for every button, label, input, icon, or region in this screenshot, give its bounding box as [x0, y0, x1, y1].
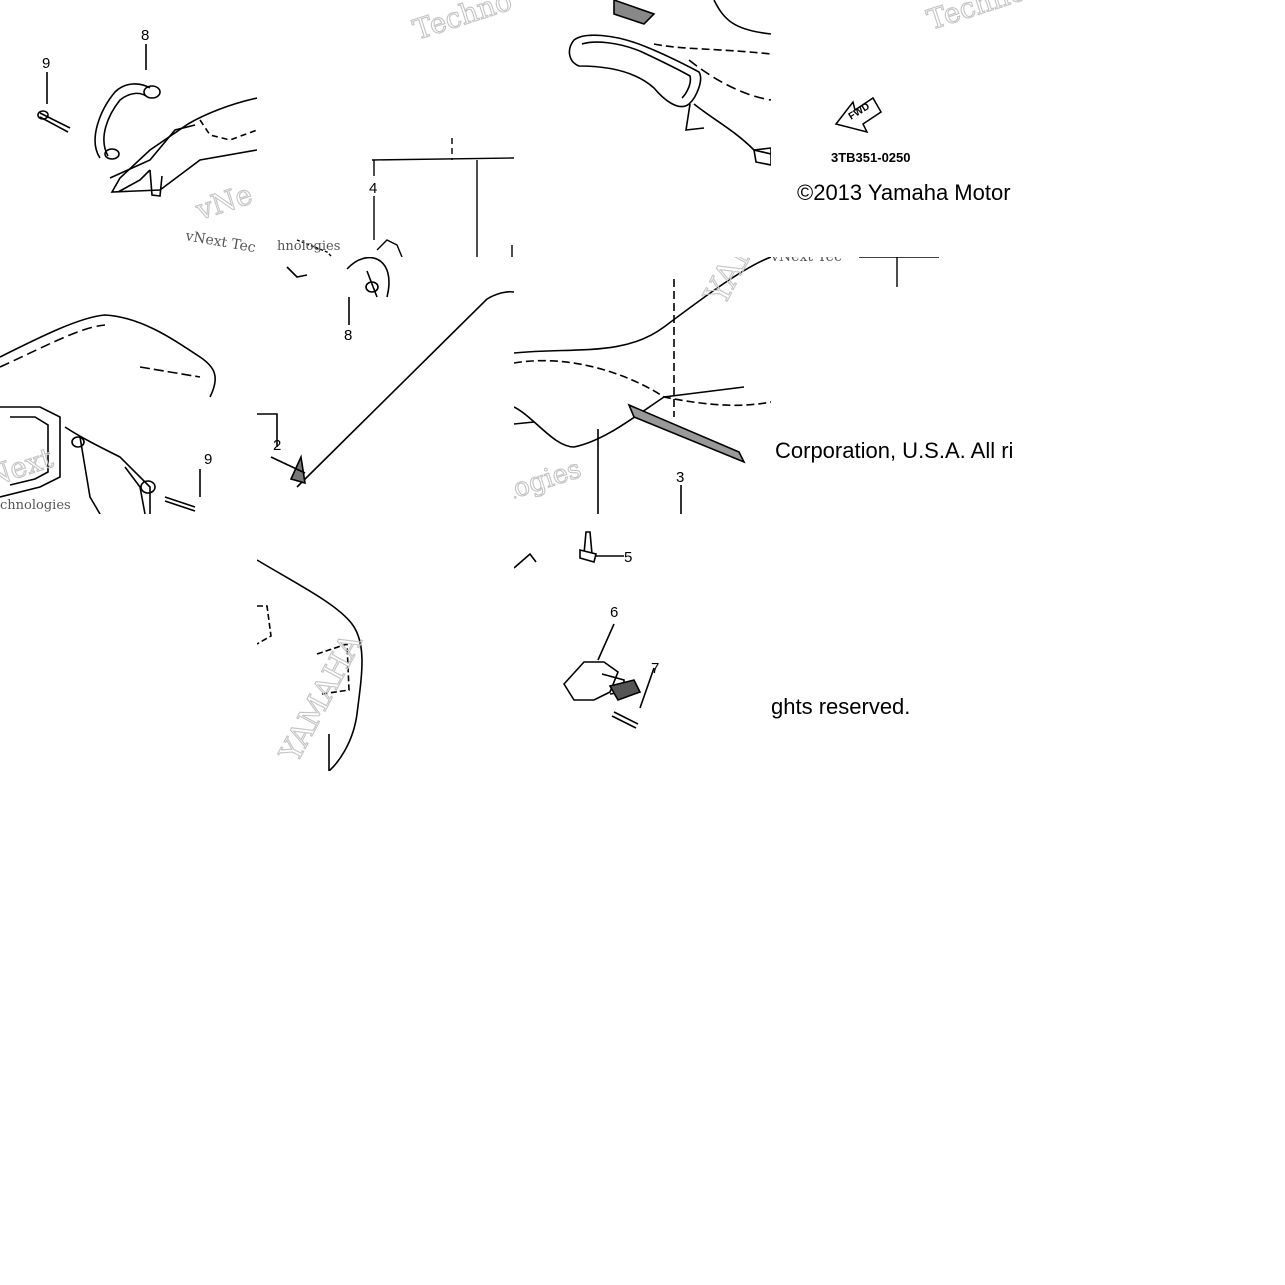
callout-8: 8 [344, 327, 352, 344]
callout-3: 3 [676, 469, 684, 486]
reference-code: 3TB351-0250 [831, 150, 911, 165]
callout-6: 6 [610, 604, 618, 621]
watermark-text: Next [0, 441, 58, 494]
watermark-text: vNe [191, 178, 256, 227]
callout-8: 8 [141, 27, 149, 44]
watermark-text: Techno [409, 0, 514, 47]
watermark-text: vNext Tec [771, 257, 842, 265]
watermark-text: chnologies [0, 498, 71, 513]
tile-copyright-mid: vNext Tec Corporation, U.S.A. All ri [771, 257, 1028, 514]
watermark-text: hnologies [277, 239, 340, 254]
watermark-text: vNext Tec [183, 228, 257, 256]
tile-seat-front: YAMAHA [257, 514, 514, 771]
tile-rear-rack [514, 0, 771, 257]
tile-seat-lock: 5 6 7 [514, 514, 771, 771]
callout-9: 9 [42, 55, 50, 72]
brand-mark: YAMAHA [273, 628, 370, 769]
tile-seat-center: 8 2 [257, 257, 514, 514]
tile-seat-cushion: 3 YAMAHA ologies [514, 257, 771, 514]
callout-4: 4 [369, 180, 377, 197]
tile-grab-bar-upper: 8 9 vNext Tec vNe [0, 0, 257, 257]
tile-fwd-indicator: FWD 3TB351-0250 Technc ©2013 Yamaha Moto… [771, 0, 1028, 257]
copyright-line-3: ghts reserved. [771, 694, 911, 719]
tile-frame-bracket: 4 Techno hnologies [257, 0, 514, 257]
tile-seat-left: 9 Next chnologies [0, 257, 257, 514]
copyright-line-2: Corporation, U.S.A. All ri [775, 438, 1014, 463]
brand-mark: YAMAHA [696, 257, 771, 312]
callout-9: 9 [204, 451, 212, 468]
callout-5: 5 [624, 549, 632, 566]
copyright-line-1: ©2013 Yamaha Motor [797, 180, 1011, 205]
watermark-text: ologies [514, 454, 585, 511]
watermark-text: Technc [923, 0, 1028, 37]
tile-copyright-end: ghts reserved. [771, 514, 1028, 771]
callout-7: 7 [651, 660, 659, 677]
callout-2: 2 [273, 437, 281, 454]
